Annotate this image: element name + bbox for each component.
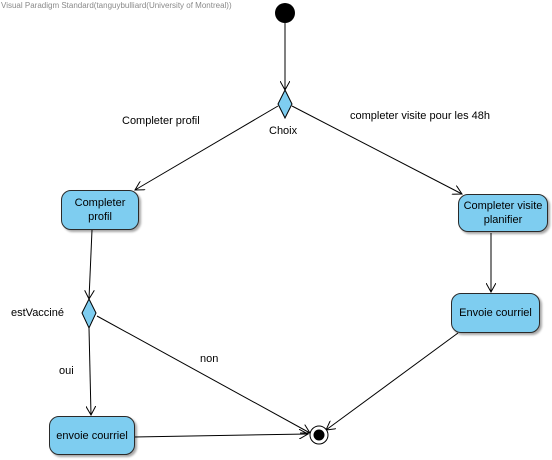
action-completer-visite[interactable]: Completer visite planifier: [458, 194, 548, 232]
guard-to-profil: Completer profil: [122, 115, 200, 127]
action-completer-visite-label: Completer visite planifier: [463, 200, 543, 226]
edge-vaccine-to-final: [96, 315, 310, 433]
action-completer-profil-label: Completer profil: [74, 197, 126, 223]
guard-non: non: [200, 353, 219, 365]
action-envoie-courriel-left-label: envoie courriel: [56, 429, 128, 442]
edge-choix-to-profil: [135, 105, 279, 190]
edge-choix-to-visite: [291, 105, 462, 194]
edge-profil-to-vaccine: [89, 229, 92, 299]
action-envoie-courriel-right[interactable]: Envoie courriel: [451, 293, 540, 333]
edge-courriel-left-to-final: [133, 434, 308, 437]
action-envoie-courriel-right-label: Envoie courriel: [459, 307, 532, 319]
action-completer-profil[interactable]: Completer profil: [61, 190, 139, 230]
decision-choix-label: Choix: [269, 125, 298, 137]
edge-vaccine-to-courriel: [89, 327, 91, 415]
decision-vaccine-label: estVacciné: [11, 307, 64, 319]
guard-to-visite: completer visite pour les 48h: [350, 110, 491, 122]
decision-choix: [277, 88, 293, 120]
decision-vaccine: [81, 297, 97, 330]
edge-courriel-right-to-final: [326, 332, 459, 430]
action-envoie-courriel-left[interactable]: envoie courriel: [49, 416, 135, 455]
final-node-inner: [313, 429, 325, 441]
guard-oui: oui: [59, 365, 74, 377]
watermark: Visual Paradigm Standard(tanguybulliard(…: [1, 1, 232, 10]
initial-node: [275, 3, 295, 23]
